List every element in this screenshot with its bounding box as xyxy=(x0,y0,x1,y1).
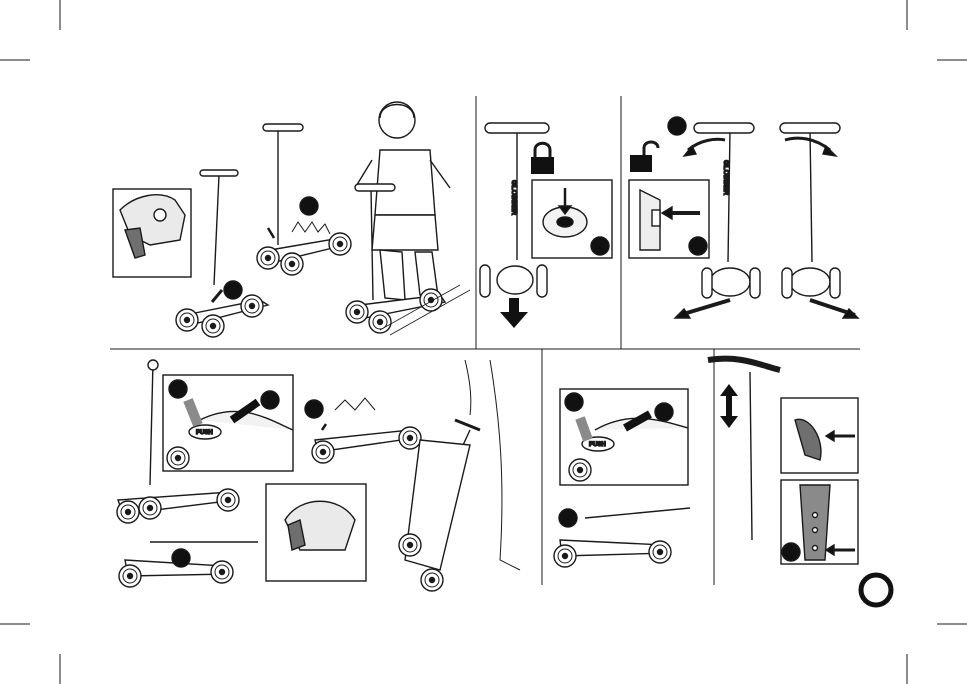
panel-unfold-ride xyxy=(113,102,470,337)
brand-label-left: GLOBBER xyxy=(722,160,729,195)
push-label-2: PUSH xyxy=(589,442,606,448)
brand-label: GLOBBER xyxy=(510,180,517,215)
double-arrow-icon xyxy=(720,384,738,428)
padlock-closed-icon xyxy=(531,143,554,174)
arrow-down-icon xyxy=(500,298,528,328)
panel-steering-lock: GLOBBER xyxy=(480,123,612,328)
page-number-badge xyxy=(861,575,891,605)
panel-fold-carry: PUSH xyxy=(117,360,520,591)
panel-height-adjust: PUSH xyxy=(554,359,858,567)
padlock-open-icon xyxy=(630,142,658,172)
panel-steering-unlock: GLOBBER xyxy=(629,117,858,318)
push-label: PUSH xyxy=(196,430,213,436)
